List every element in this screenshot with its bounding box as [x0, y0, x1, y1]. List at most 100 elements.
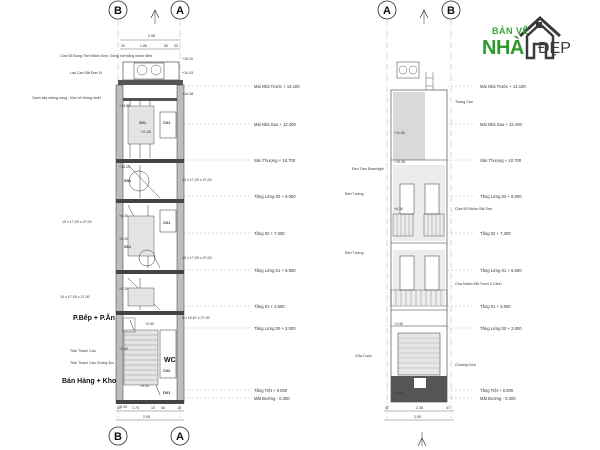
note-lamp: Đèn Tường	[345, 192, 363, 196]
level-mark: +14.38	[182, 92, 193, 96]
dim-bottom-part: 10	[151, 406, 155, 410]
note-window-roof: Cửa Sổ Đóng Trời Nhôm Kính, Đóng mở bằng…	[60, 53, 152, 58]
elevation-label: Tầng Lửng 02 + 8.000	[254, 194, 296, 199]
dim-bottom-part: 1.75	[132, 406, 139, 410]
dim-top-part: 20	[121, 44, 125, 48]
note-lamp: Đèn Tường	[345, 251, 363, 255]
right-facade: A B	[345, 0, 501, 418]
note-downlight: Đèn Trần Downlight	[352, 167, 384, 171]
elevation-label: Tầng 02 + 7.300	[254, 231, 285, 236]
elevation-label: Tầng Lửng 02 + 8.000	[480, 194, 522, 199]
brand-logo: BẢN VẼ NHÀ ĐẸP	[480, 10, 590, 70]
elevation-label: Sân Thượng + 10.700	[254, 158, 296, 163]
marker-label: S01	[124, 178, 132, 183]
dim-bottom-part: 47	[385, 406, 389, 410]
elevation-label: Tầng Lửng 01 + 5.600	[480, 268, 522, 273]
grid-label-b-right: B	[447, 5, 455, 17]
grid-label-b-left-bottom: B	[114, 431, 122, 443]
level-mark: +8.30	[394, 207, 403, 211]
elevation-label: Mặt Đường - 0.300	[254, 396, 290, 401]
note-window-right: 10 x 17,00 x 27,00	[182, 178, 212, 182]
elevation-label: Tầng 01 + 3.600	[480, 304, 511, 309]
marker-label: C01	[163, 120, 171, 125]
elevation-label: Mái Nhà Trước + 14.100	[480, 84, 526, 89]
elevation-label: Tầng 02 + 7.300	[480, 231, 511, 236]
roof-slab	[118, 80, 183, 85]
wall-right	[176, 84, 185, 404]
garage-door	[397, 332, 441, 376]
grid-label-b-left: B	[114, 5, 122, 17]
wall-left	[115, 84, 124, 404]
left-elevation-labels: Mái Nhà Trước + 14.100 Mái Nhà Sau + 12.…	[184, 84, 300, 401]
note-railing: Lan Can Sắt Đan Vỉ	[70, 70, 102, 75]
level-mark: +13.80	[119, 104, 130, 108]
level-mark: +11.85	[140, 130, 151, 134]
dim-top-part: 20	[174, 44, 178, 48]
note-doorbell: Chuông Cửa	[455, 363, 476, 367]
grid-bubble-a-left	[170, 0, 190, 20]
room-label-wc: WC	[164, 357, 176, 364]
level-mark: +2.90	[394, 322, 403, 326]
level-mark: +5.20	[119, 287, 128, 291]
facade-panel	[393, 92, 425, 160]
marker-label: S01	[124, 244, 132, 249]
elevation-label: Tầng Trệt + 0.000	[480, 388, 514, 393]
dim-bottom-part: 10	[177, 406, 181, 410]
room-label-shop: Bán Hàng + Kho	[62, 378, 116, 385]
note-window-left: 10 x 17,00 x 27,00	[60, 295, 90, 299]
dim-bottom-part: 10	[117, 406, 121, 410]
note-window-right: 6 x 16,67 x 27,00	[182, 316, 210, 320]
elevation-label: Tầng Trệt + 0.000	[254, 388, 288, 393]
elevation-label: Tầng Lửng 00 + 2.000	[254, 326, 296, 331]
dim-bottom-part: 2.38	[416, 406, 423, 410]
note-balcony: Cửa Sổ Nhôm Sắt Sơn	[455, 206, 492, 211]
note-ladder: Thang Cáo	[455, 100, 473, 104]
room-label-kitchen: P.Bếp + P.Ăn	[73, 313, 115, 322]
level-mark: +10.25	[119, 165, 130, 169]
dim-bottom-total: 2.95	[143, 415, 150, 419]
elevation-label: Mái Nhà Sau + 12.400	[254, 122, 296, 127]
level-mark: +14.43	[182, 71, 193, 75]
note-ceiling-moist: Trần Thạch Cao Chống Ẩm	[70, 360, 114, 365]
elevation-label: Mái Nhà Trước + 14.100	[254, 84, 300, 89]
marker-label: C02	[163, 368, 171, 373]
marker-label: C01	[163, 220, 171, 225]
elevation-label: Mặt Đường - 0.300	[480, 396, 516, 401]
elevation-label: Tầng Lửng 00 + 2.000	[480, 326, 522, 331]
dim-bottom-part: 50	[161, 406, 165, 410]
grid-label-a-left-bottom: A	[176, 431, 184, 443]
grid-bubble-b-left	[108, 0, 128, 20]
right-bottom-dims: 47 2.38 47 2.95	[384, 406, 454, 447]
level-mark: +11.85	[394, 131, 405, 135]
level-mark: +15.10	[182, 57, 193, 61]
logo-text-side: ĐẸP	[538, 40, 571, 57]
level-mark: +2.50	[119, 347, 128, 351]
logo-text-top: BẢN VẼ	[492, 26, 530, 36]
balcony-railing	[390, 213, 448, 307]
dim-top-part: 50	[164, 44, 168, 48]
note-ceiling: Trần Thạch Cao	[70, 349, 96, 353]
elevation-label: Tầng Lửng 01 + 5.600	[254, 268, 296, 273]
left-section: B A 2.95 20 1.85 50 20	[32, 0, 212, 446]
marker-label: S01	[139, 120, 147, 125]
logo-text-main: NHÀ	[482, 37, 524, 59]
level-mark: +0.00	[140, 384, 149, 388]
level-mark: +10.25	[394, 160, 405, 164]
right-elevation-labels: Mái Nhà Trước + 14.100 Mái Nhà Sau + 12.…	[447, 84, 526, 401]
level-mark: +2.90	[145, 322, 154, 326]
level-mark: +8.30	[119, 214, 128, 218]
note-window-left: 10 x 17,00 x 27,00	[62, 220, 92, 224]
elevation-label: Tầng 01 + 3.600	[254, 304, 285, 309]
grid-label-a-left: A	[176, 5, 184, 17]
level-mark: -0.30	[119, 405, 127, 409]
elevation-label: Sân Thượng + 10.700	[480, 158, 522, 163]
note-window-right: 10 x 17,00 x 27,00	[182, 256, 212, 260]
note-garage: Cửa Cuốn	[355, 354, 372, 358]
dim-top-part: 1.85	[140, 44, 147, 48]
house-roof-icon	[518, 15, 562, 60]
note-brick: Gạch xây chống nóng - Khe hở thông nhiệt	[32, 96, 101, 100]
dim-bottom-total: 2.95	[414, 415, 421, 419]
elevation-label: Mái Nhà Sau + 12.400	[480, 122, 522, 127]
level-mark: +6.30	[119, 237, 128, 241]
